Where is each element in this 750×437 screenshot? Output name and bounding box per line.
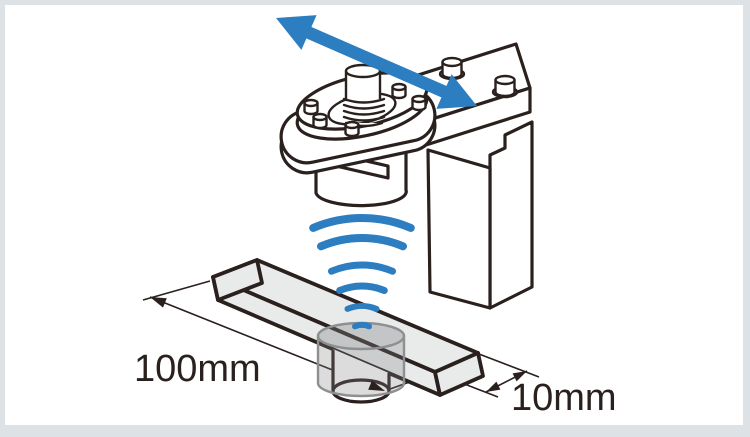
- shaft-top: [344, 63, 382, 79]
- illustration-lines: [142, 42, 540, 404]
- flange-bolt-3: [344, 120, 360, 138]
- length-arrowhead-left: [150, 297, 167, 308]
- arrow-head-upper-left: [276, 15, 317, 50]
- spot-sides: [316, 334, 406, 385]
- wave-arc-4: [336, 282, 388, 294]
- dimension-labels: 100mm 10mm: [134, 348, 617, 419]
- wave-arc-3: [328, 261, 396, 275]
- support-column: [426, 120, 534, 310]
- bar-left-end: [211, 258, 264, 302]
- length-extension-line-left: [142, 280, 211, 301]
- shaft-body-fill: [346, 71, 380, 100]
- flange-bolt-2: [312, 112, 328, 130]
- wave-arc-6: [352, 322, 372, 330]
- ultrasonic-waves-icon: [309, 214, 415, 330]
- foot-sides: [331, 349, 391, 392]
- bar-length-label: 100mm: [134, 348, 261, 390]
- measurement-spot: [316, 321, 406, 398]
- spot-body-fill: [318, 323, 404, 396]
- width-arrowhead-near: [486, 381, 501, 392]
- shaft-sides: [344, 69, 382, 102]
- width-extension-line-far: [478, 353, 540, 378]
- bar-right-end: [433, 351, 485, 397]
- length-arrowhead-right: [368, 380, 385, 391]
- wave-arc-1: [309, 214, 415, 232]
- flange-bolt-4: [391, 82, 407, 100]
- bar-width-label: 10mm: [511, 377, 617, 419]
- shaft-threads: [342, 97, 386, 128]
- sensor-head-unit: [279, 63, 437, 208]
- flange-bolt-1: [303, 98, 319, 116]
- spot-bottom-arc: [316, 381, 406, 398]
- column-right-face: [488, 120, 534, 310]
- plate-bolt-2: [491, 74, 519, 99]
- flange-bolt-5: [411, 94, 427, 112]
- column-front-face: [426, 148, 492, 310]
- width-arrowhead-far: [512, 371, 527, 382]
- target-bar: [211, 258, 485, 397]
- arrow-shaft: [302, 25, 450, 99]
- scan-direction-arrow-icon: [276, 15, 477, 109]
- arrow-head-lower-right: [436, 74, 477, 109]
- wave-arc-2: [317, 233, 407, 251]
- wave-arc-5: [344, 302, 380, 312]
- sensor-scan-illustration: 100mm 10mm: [134, 15, 617, 419]
- dimension-arrowheads: [150, 297, 527, 392]
